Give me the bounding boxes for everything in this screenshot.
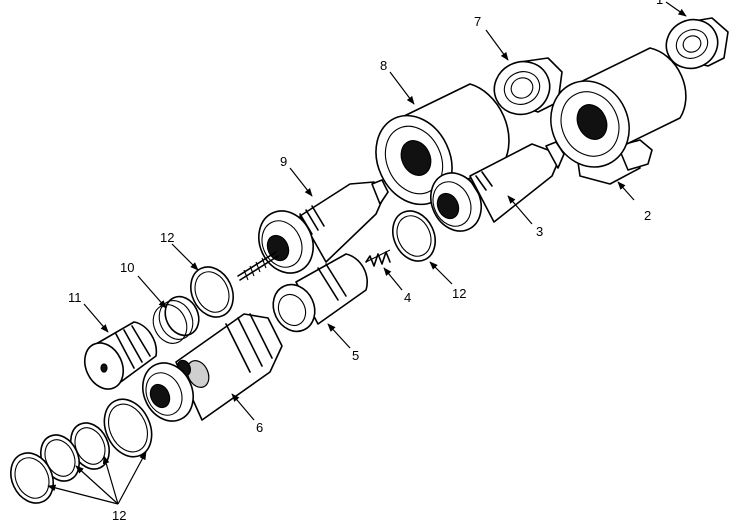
- label-10: 10: [120, 260, 134, 275]
- part-8-coil-housing: [375, 83, 510, 206]
- leader-12c-2: [75, 465, 119, 505]
- label-12-right: 12: [452, 286, 466, 301]
- callout-labels: 1 2 3 4 5 6 7 8 9 10 11 12 12 12: [68, 0, 663, 523]
- leader-12c-3: [102, 455, 119, 505]
- label-12-bottom: 12: [112, 508, 126, 523]
- leader-12c-4: [117, 451, 147, 505]
- part-12-o-ring-center: [190, 266, 234, 318]
- part-11-plug: [83, 321, 158, 390]
- part-5-sleeve: [272, 253, 369, 333]
- leader-7: [485, 29, 509, 61]
- label-9: 9: [280, 154, 287, 169]
- label-2: 2: [644, 208, 651, 223]
- label-1: 1: [656, 0, 663, 7]
- label-5: 5: [352, 348, 359, 363]
- part-1-end-nut: [665, 17, 729, 70]
- part-10-retaining-ring: [152, 295, 200, 344]
- label-4: 4: [404, 290, 411, 305]
- part-3-plunger-tube: [430, 141, 565, 232]
- leader-8: [389, 71, 415, 105]
- label-8: 8: [380, 58, 387, 73]
- part-9-valve-stem: [237, 179, 389, 281]
- label-7: 7: [474, 14, 481, 29]
- part-6-valve-body: [142, 313, 283, 422]
- leader-1: [665, 1, 687, 17]
- leader-4: [383, 267, 403, 291]
- part-12-o-rings-lower: [10, 398, 153, 504]
- leader-12a: [171, 243, 199, 271]
- leader-2: [617, 181, 635, 201]
- leader-lines: [47, 1, 687, 505]
- leader-3: [507, 195, 533, 225]
- part-4-spring: [365, 249, 391, 267]
- leader-10: [137, 275, 167, 309]
- leader-12c-1: [47, 484, 119, 505]
- label-3: 3: [536, 224, 543, 239]
- label-6: 6: [256, 420, 263, 435]
- part-12-o-ring-right: [392, 210, 436, 262]
- leader-9: [289, 167, 313, 197]
- part-2-solenoid-coil: [550, 47, 687, 185]
- leader-11: [83, 303, 109, 333]
- leader-6: [231, 393, 255, 421]
- label-11: 11: [68, 290, 82, 305]
- leader-12b: [429, 261, 453, 285]
- part-7-nut: [493, 57, 563, 116]
- leader-5: [327, 323, 351, 349]
- label-12-top: 12: [160, 230, 174, 245]
